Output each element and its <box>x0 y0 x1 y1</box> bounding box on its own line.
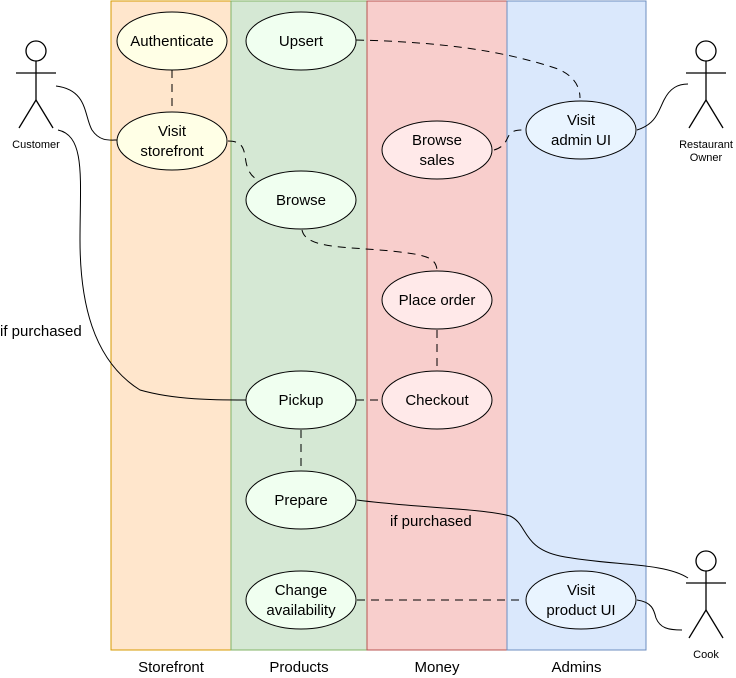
use-case-shape <box>245 570 357 630</box>
use-case-label: Prepare <box>274 492 327 509</box>
edge-prepare-cook <box>356 499 689 579</box>
use-case-shape <box>116 11 228 71</box>
use-case-shape <box>245 470 357 530</box>
use-case-authenticate[interactable]: Authenticate <box>116 11 228 71</box>
use-case-label: Checkout <box>405 392 469 409</box>
use-case-label: Visit <box>567 112 596 129</box>
use-case-shape <box>525 570 637 630</box>
edge-visit-product-ui-cook <box>636 599 683 631</box>
use-case-label: Authenticate <box>130 33 213 50</box>
edge-browse-sales-visit-admin-ui <box>493 129 525 151</box>
use-case-shape <box>116 111 228 171</box>
actor-head <box>695 550 717 572</box>
use-case-label: availability <box>266 602 336 619</box>
actor-head <box>25 40 47 62</box>
lane-products <box>230 0 368 651</box>
actor-right-leg <box>705 609 724 639</box>
actor-right-leg <box>35 99 54 129</box>
actor-left-leg <box>18 99 37 129</box>
use-case-prepare[interactable]: Prepare <box>245 470 357 530</box>
use-case-label: Visit <box>567 582 596 599</box>
use-case-pickup[interactable]: Pickup <box>245 370 357 430</box>
use-case-label: sales <box>419 152 454 169</box>
connections <box>55 39 689 631</box>
use-case-visit-admin-ui[interactable]: Visit admin UI <box>525 100 637 160</box>
use-case-shape <box>525 100 637 160</box>
use-case-shape <box>245 11 357 71</box>
lane-label-storefront: Storefront <box>138 659 205 676</box>
use-case-browse[interactable]: Browse <box>245 170 357 230</box>
edge-label-cook-if-purchased: if purchased <box>390 513 472 530</box>
edge-customer-visit-storefront <box>55 85 119 141</box>
use-case-label: product UI <box>546 602 615 619</box>
use-case-shape <box>381 120 493 180</box>
actor-left-leg <box>688 99 707 129</box>
actor-head <box>695 40 717 62</box>
actor-label: Owner <box>690 152 723 164</box>
use-case-label: Visit <box>158 123 187 140</box>
use-case-visit-storefront[interactable]: Visit storefront <box>116 111 228 171</box>
edge-customer-pickup <box>57 129 247 401</box>
use-case-change-availability[interactable]: Change availability <box>245 570 357 630</box>
edge-visit-storefront-browse <box>227 140 263 183</box>
actor-label: Restaurant <box>679 139 733 151</box>
use-case-shape <box>245 370 357 430</box>
edge-owner-visit-admin-ui <box>636 83 689 131</box>
use-case-upsert[interactable]: Upsert <box>245 11 357 71</box>
actor-left-leg <box>688 609 707 639</box>
use-case-label: admin UI <box>551 132 611 149</box>
use-case-shape <box>245 170 357 230</box>
lane-label-products: Products <box>269 659 328 676</box>
use-case-label: Place order <box>399 292 476 309</box>
edge-labels: if purchased if purchased <box>0 323 472 530</box>
use-case-shape <box>381 270 493 330</box>
use-case-place-order[interactable]: Place order <box>381 270 493 330</box>
actor-right-leg <box>705 99 724 129</box>
actor-label: Cook <box>693 649 719 661</box>
edge-upsert-visit-admin-ui <box>355 39 581 99</box>
lane-label-admins: Admins <box>551 659 601 676</box>
lane-admins <box>506 0 647 651</box>
use-case-label: Upsert <box>279 33 324 50</box>
lane-storefront <box>110 0 232 651</box>
use-case-shape <box>381 370 493 430</box>
use-case-label: Pickup <box>278 392 323 409</box>
edge-browse-place-order <box>301 229 438 271</box>
lane-label-money: Money <box>414 659 460 676</box>
edge-label-customer-if-purchased: if purchased <box>0 323 82 340</box>
actor-customer[interactable]: Customer <box>12 40 60 151</box>
use-case-label: Browse <box>412 132 462 149</box>
use-case-browse-sales[interactable]: Browse sales <box>381 120 493 180</box>
use-case-label: storefront <box>140 143 204 160</box>
use-case-visit-product-ui[interactable]: Visit product UI <box>525 570 637 630</box>
use-case-label: Browse <box>276 192 326 209</box>
actor-cook[interactable]: Cook <box>686 550 726 661</box>
actor-label: Customer <box>12 139 60 151</box>
use-case-checkout[interactable]: Checkout <box>381 370 493 430</box>
use-case-label: Change <box>275 582 328 599</box>
